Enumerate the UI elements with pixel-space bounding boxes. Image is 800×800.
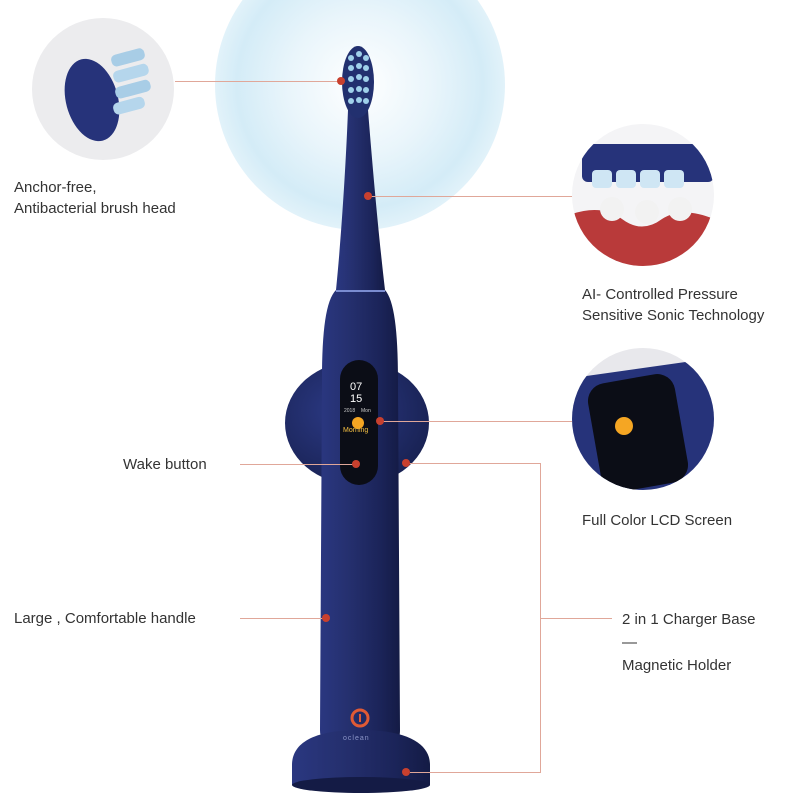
brand-logo-text: oclean — [343, 735, 370, 742]
lcd-mode: Morning — [343, 427, 369, 434]
leader-line-brush-head — [175, 81, 342, 82]
marker-wake-button — [352, 460, 360, 468]
leader-line-handle — [240, 618, 326, 619]
brand-logo-mark — [350, 708, 370, 728]
label-wake-button: Wake button — [123, 456, 207, 473]
lcd-closeup — [572, 348, 714, 490]
lcd-minute: 15 — [350, 393, 363, 405]
leader-line-pressure — [370, 196, 572, 197]
brush-bristles — [348, 51, 369, 104]
label-handle: Large , Comfortable handle — [14, 610, 196, 627]
lcd-date: 2018 — [344, 408, 356, 414]
marker-holder — [402, 459, 410, 467]
marker-brush-head — [337, 77, 345, 85]
marker-pressure — [364, 192, 372, 200]
label-charger: 2 in 1 Charger Base — Magnetic Holder — [622, 611, 756, 674]
lcd-hour: 07 — [350, 381, 363, 393]
charger-base — [292, 730, 430, 785]
lcd-day: Mon — [361, 408, 371, 414]
leader-line-charger-label — [540, 618, 612, 619]
marker-handle — [322, 614, 330, 622]
sun-icon — [352, 417, 364, 429]
pressure-closeup — [572, 124, 714, 266]
label-pressure: AI- Controlled Pressure Sensitive Sonic … — [582, 286, 765, 324]
brush-head-closeup — [32, 18, 174, 160]
marker-charger — [402, 768, 410, 776]
brush-neck — [336, 110, 385, 290]
marker-lcd — [376, 417, 384, 425]
leader-line-wake — [240, 464, 356, 465]
leader-line-holder — [408, 463, 541, 464]
leader-line-lcd — [382, 421, 572, 422]
leader-line-charger — [410, 772, 541, 773]
label-brush-head: Anchor-free, Antibacterial brush head — [14, 179, 176, 217]
brush-handle — [320, 290, 400, 752]
label-lcd: Full Color LCD Screen — [582, 512, 733, 529]
